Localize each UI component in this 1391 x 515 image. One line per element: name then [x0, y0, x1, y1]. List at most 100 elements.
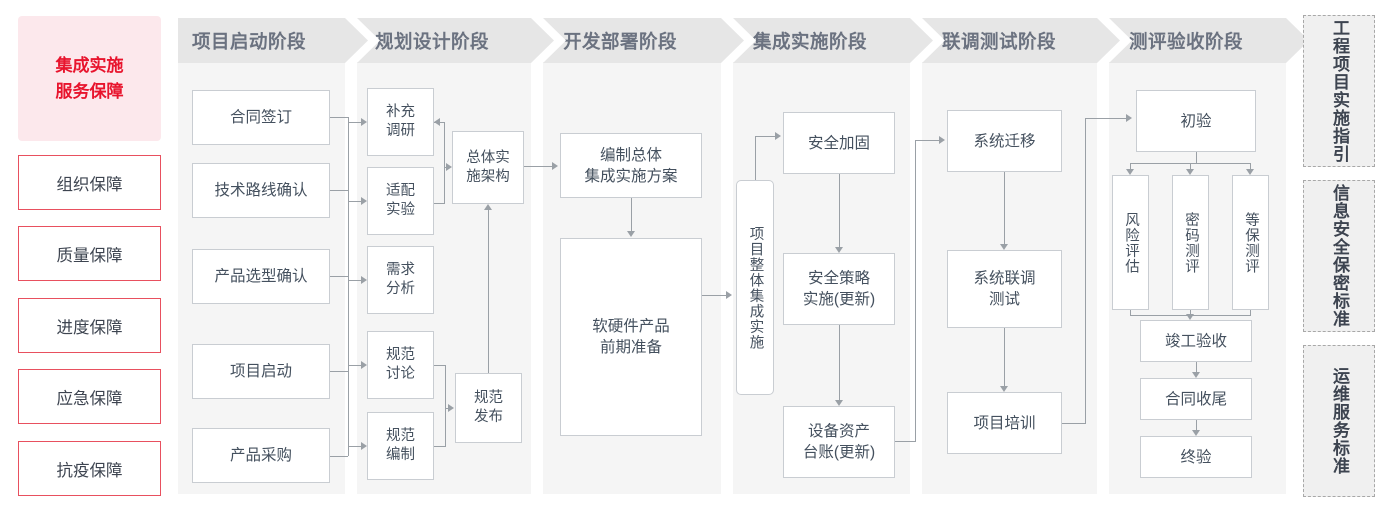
right-sidebar-item-infosec-standard[interactable]: 信息安全保密标准 — [1303, 180, 1375, 332]
node-hardware-software-preparation[interactable]: 软硬件产品 前期准备 — [560, 238, 702, 436]
connector-preparation-to-integration — [702, 295, 726, 297]
node-label-line1: 需求 — [386, 262, 415, 278]
connector-fanout-crypto — [1190, 163, 1192, 169]
arrowhead-spec-discussion — [361, 361, 367, 369]
node-label-line1: 软硬件产品 — [592, 318, 670, 335]
node-label: 项目启动 — [229, 363, 292, 380]
node-label: 终验 — [1180, 448, 1212, 466]
connector-spec-release-to-architecture — [488, 210, 490, 373]
connector-plan-to-preparation — [631, 198, 633, 231]
node-project-kickoff[interactable]: 项目启动 — [192, 344, 330, 399]
phase-header-label: 项目启动阶段 — [192, 30, 307, 52]
connector-architecture-to-plan — [524, 166, 552, 168]
node-risk-assessment[interactable]: 风险评估 — [1112, 175, 1149, 310]
node-overall-implementation-architecture[interactable]: 总体实 施架构 — [452, 131, 524, 204]
node-preliminary-acceptance[interactable]: 初验 — [1136, 90, 1256, 152]
phase-header-label: 规划设计阶段 — [375, 30, 490, 52]
node-project-training[interactable]: 项目培训 — [947, 392, 1062, 454]
arrowhead-mlps-evaluation — [1246, 169, 1254, 175]
connector-p1-contract-out — [330, 117, 348, 119]
arrowhead-requirement-analysis — [361, 276, 367, 284]
node-label: 风险评估 — [1123, 211, 1139, 274]
node-cryptography-evaluation[interactable]: 密码测评 — [1172, 175, 1209, 310]
sidebar-item-organization[interactable]: 组织保障 — [18, 155, 161, 210]
node-label: 产品采购 — [229, 447, 292, 464]
node-spec-discussion[interactable]: 规范 讨论 — [367, 331, 434, 399]
sidebar-item-quality[interactable]: 质量保障 — [18, 226, 161, 281]
connector-ledger-up — [915, 140, 917, 441]
phase-header-1[interactable]: 项目启动阶段 — [178, 18, 368, 63]
node-label: 等保测评 — [1243, 211, 1259, 274]
connector-ledger-to-migration — [915, 140, 939, 142]
connector-training-right — [1062, 423, 1086, 425]
node-asset-ledger-update[interactable]: 设备资产 台账(更新) — [783, 406, 895, 478]
node-overall-project-integration[interactable]: 项目整体集成实施 — [736, 180, 774, 395]
node-spec-drafting[interactable]: 规范 编制 — [367, 412, 434, 480]
node-supplementary-research[interactable]: 补充 调研 — [367, 88, 434, 156]
node-final-acceptance[interactable]: 终验 — [1140, 436, 1252, 478]
arrowhead-security-policy — [835, 247, 843, 253]
phase-header-6[interactable]: 测评验收阶段 — [1109, 18, 1309, 63]
node-label-line2: 集成实施方案 — [584, 167, 678, 185]
connector-ledger-right — [895, 441, 916, 443]
node-contract-signing[interactable]: 合同签订 — [192, 90, 330, 145]
arrowhead-adaptation-experiment — [361, 197, 367, 205]
node-product-selection-confirm[interactable]: 产品选型确认 — [192, 249, 330, 304]
node-tech-route-confirm[interactable]: 技术路线确认 — [192, 163, 330, 218]
connector-merge-to-spec-release — [445, 408, 449, 410]
arrowhead-preparation — [627, 231, 635, 237]
node-label-line1: 设备资产 — [807, 423, 870, 440]
arrowhead-joint-test — [1000, 244, 1008, 250]
node-label: 密码测评 — [1183, 211, 1199, 274]
arrowhead-supplementary-research — [361, 118, 367, 126]
right-sidebar-label: 信息安全保密标准 — [1330, 184, 1349, 328]
node-system-migration[interactable]: 系统迁移 — [947, 110, 1062, 172]
node-label-line1: 安全加固 — [807, 134, 870, 152]
phase-header-label: 开发部署阶段 — [563, 30, 678, 52]
connector-hardening-to-policy — [839, 174, 841, 247]
node-label-line1: 适配 — [386, 183, 415, 199]
connector-p1-procure-out — [330, 456, 348, 458]
connector-fanout-risk — [1130, 163, 1132, 169]
node-adaptation-experiment[interactable]: 适配 实验 — [367, 167, 434, 235]
connector-to-requirement-analysis — [348, 280, 361, 282]
node-label: 初验 — [1180, 112, 1212, 130]
node-label: 项目整体集成实施 — [747, 225, 764, 350]
node-label-line1: 规范 — [386, 347, 415, 363]
node-contract-closeout[interactable]: 合同收尾 — [1140, 378, 1252, 420]
right-sidebar-item-engineering-guideline[interactable]: 工程项目实施指引 — [1303, 15, 1375, 167]
node-security-hardening[interactable]: 安全加固 — [783, 112, 895, 174]
phase-header-2[interactable]: 规划设计阶段 — [357, 18, 554, 63]
sidebar-item-label: 应急保障 — [56, 389, 123, 408]
right-sidebar-item-ops-service-standard[interactable]: 运维服务标准 — [1303, 345, 1375, 497]
node-spec-release[interactable]: 规范 发布 — [455, 373, 522, 443]
sidebar-item-label: 抗疫保障 — [56, 461, 123, 480]
arrowhead-risk-assessment — [1126, 169, 1134, 175]
connector-closeout-to-final — [1196, 420, 1198, 430]
node-draft-overall-integration-plan[interactable]: 编制总体 集成实施方案 — [560, 133, 702, 198]
node-label-line2: 发布 — [474, 409, 503, 425]
arrowhead-asset-ledger — [835, 400, 843, 406]
connector-migration-to-joint-test — [1004, 172, 1006, 244]
node-system-joint-debug-test[interactable]: 系统联调 测试 — [947, 250, 1062, 328]
phase-header-3[interactable]: 开发部署阶段 — [543, 18, 744, 63]
node-security-policy-implementation[interactable]: 安全策略 实施(更新) — [783, 253, 895, 325]
node-label-line2: 实施(更新) — [802, 291, 876, 308]
node-label-line1: 系统联调 — [973, 270, 1036, 287]
node-requirement-analysis[interactable]: 需求 分析 — [367, 246, 434, 314]
connector-spec-drafting-to-merge — [434, 446, 446, 448]
node-product-procurement[interactable]: 产品采购 — [192, 428, 330, 483]
connector-to-spec-discussion — [348, 365, 361, 367]
node-mlps-evaluation[interactable]: 等保测评 — [1232, 175, 1269, 310]
node-completion-acceptance[interactable]: 竣工验收 — [1140, 320, 1252, 362]
sidebar-item-emergency[interactable]: 应急保障 — [18, 369, 161, 424]
connector-to-supplementary-research — [348, 122, 361, 124]
sidebar-item-schedule[interactable]: 进度保障 — [18, 298, 161, 353]
node-label-line2: 实验 — [386, 202, 415, 218]
node-label: 合同收尾 — [1164, 390, 1227, 408]
sidebar-item-label: 组织保障 — [56, 175, 123, 194]
node-label-line2: 台账(更新) — [802, 444, 876, 461]
sidebar-item-epidemic[interactable]: 抗疫保障 — [18, 441, 161, 496]
phase-header-4[interactable]: 集成实施阶段 — [733, 18, 933, 63]
phase-header-5[interactable]: 联调测试阶段 — [922, 18, 1120, 63]
